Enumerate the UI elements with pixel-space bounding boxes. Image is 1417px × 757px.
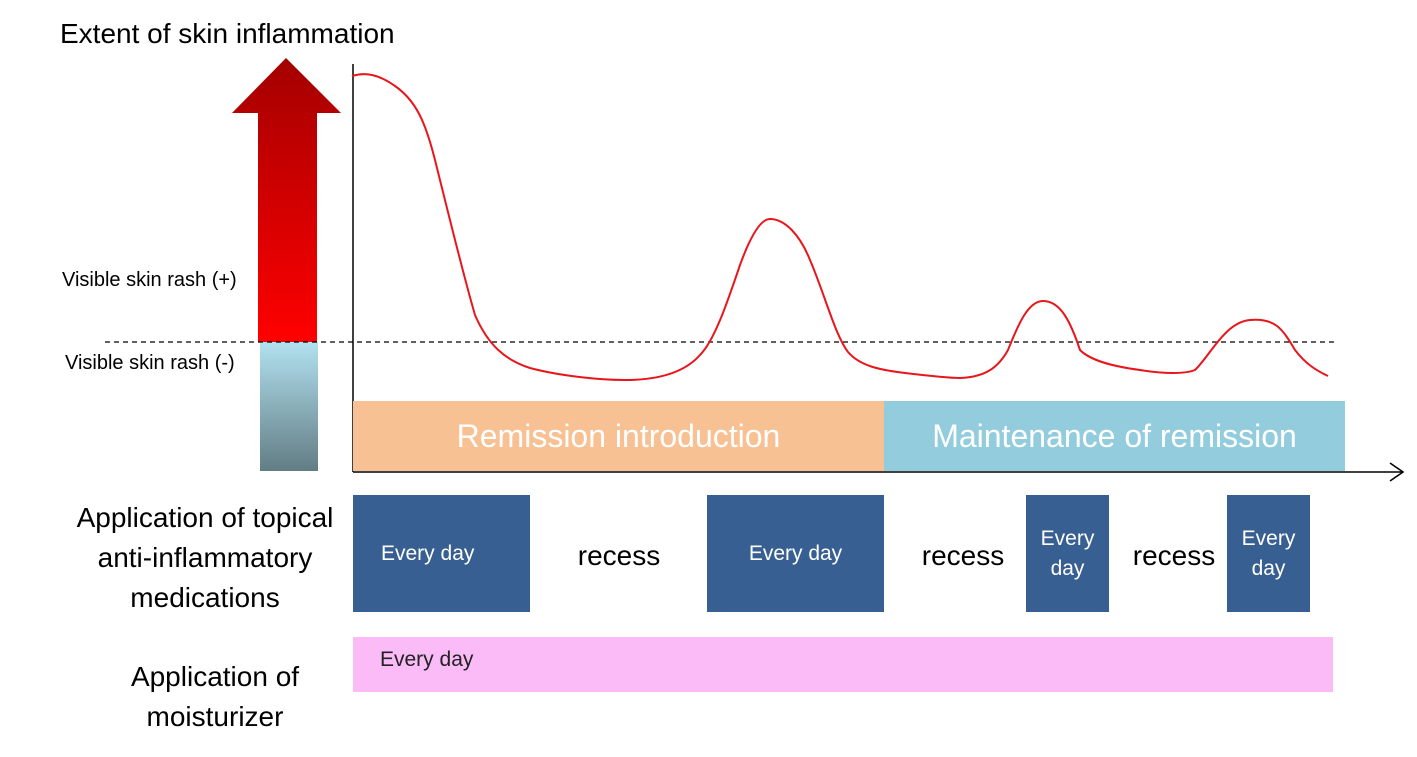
block-label: Every day	[381, 541, 475, 565]
recess-label: recess	[921, 540, 1005, 571]
moisturizer-row-label: Application of moisturizer	[130, 661, 300, 732]
topical-every-day-block: Every day	[707, 495, 884, 612]
block-label: Every day	[748, 541, 843, 565]
recess-label: recess	[1132, 540, 1216, 571]
block-label: Every day	[1241, 526, 1296, 580]
block-label: Every day	[1040, 526, 1095, 580]
inflammation-up-arrow	[232, 58, 341, 342]
recess-label: recess	[577, 540, 661, 571]
phase-remission-introduction: Remission introduction	[353, 401, 884, 471]
phase-label: Maintenance of remission	[932, 417, 1297, 454]
no-rash-bar	[260, 342, 318, 471]
x-axis-arrowhead	[1389, 462, 1405, 482]
visible-rash-positive-label: Visible skin rash (+)	[62, 269, 237, 291]
inflammation-curve	[351, 73, 1329, 382]
topical-medication-row-label: Application of topical anti-inflammatory…	[76, 502, 334, 613]
bar-label: Every day	[380, 648, 474, 671]
visible-rash-negative-label: Visible skin rash (-)	[65, 352, 235, 374]
moisturizer-every-day-bar: Every day	[353, 637, 1333, 692]
phase-maintenance-of-remission: Maintenance of remission	[884, 401, 1345, 471]
topical-every-day-block: Every day	[353, 495, 530, 612]
topical-every-day-block: Every day	[1227, 495, 1310, 612]
y-axis-title: Extent of skin inflammation	[60, 18, 395, 49]
phase-label: Remission introduction	[456, 417, 781, 454]
topical-every-day-block: Every day	[1026, 495, 1109, 612]
